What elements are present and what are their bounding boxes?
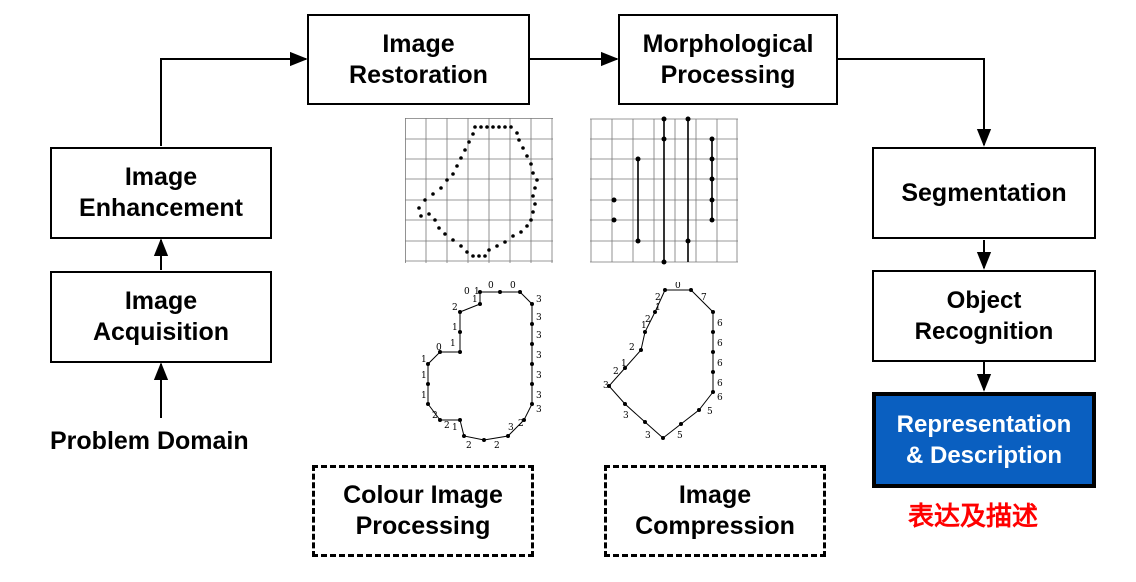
chain-code-label: 2 <box>629 343 635 353</box>
chain-code-label: 6 <box>717 319 723 329</box>
problem-domain-label: Problem Domain <box>50 427 249 455</box>
box-line: Processing <box>355 512 491 540</box>
chain-code-label: 1 <box>655 303 661 313</box>
box-line: Segmentation <box>901 178 1067 207</box>
chain-code-label: 3 <box>536 391 542 401</box>
chain-code-label: 3 <box>536 371 542 381</box>
chain-code-label: 5 <box>677 431 683 441</box>
chain-code-label: 1 <box>641 321 647 331</box>
chain-code-label: 0 <box>464 287 470 297</box>
representation-description-box: Representation & Description <box>872 392 1096 488</box>
chain-code-label: 2 <box>444 421 450 431</box>
chain-code-label: 1 <box>621 359 627 369</box>
chain-code-label: 1 <box>450 339 456 349</box>
box-line: Image <box>124 287 198 315</box>
chain-code-label: 3 <box>623 411 629 421</box>
chain-code-label: 2 <box>466 441 472 450</box>
box-line: Processing <box>660 60 796 89</box>
chain-code-label: 3 <box>603 381 609 391</box>
chain-code-label: 2 <box>432 411 438 421</box>
chain-code-label: 1 <box>474 287 480 297</box>
image-restoration-box: Image Restoration <box>307 14 530 105</box>
chain-code-4-figure: 0 0 3 3 3 3 3 3 3 2 3 2 2 2 1 2 1 1 1 1 … <box>421 281 542 450</box>
boundary-grid-figure <box>405 118 553 263</box>
box-line: Restoration <box>349 60 488 89</box>
colour-image-processing-box: Colour Image Processing <box>312 465 534 557</box>
chain-code-label: 2 <box>494 441 500 450</box>
chain-code-label: 3 <box>536 405 542 415</box>
box-line: & Description <box>905 442 1063 469</box>
chain-code-label: 2 <box>645 315 651 325</box>
chain-code-label: 0 <box>488 281 494 291</box>
chain-code-label: 2 <box>613 367 619 377</box>
chain-code-label: 1 <box>421 371 427 381</box>
image-compression-box: Image Compression <box>604 465 826 557</box>
box-line: Colour Image <box>343 481 503 509</box>
chain-code-8-figure: 0 7 6 6 6 6 6 5 5 3 3 3 2 1 2 1 2 1 2 <box>603 282 723 441</box>
box-line: Recognition <box>914 318 1054 345</box>
morphological-processing-box: Morphological Processing <box>618 14 838 105</box>
chain-code-label: 2 <box>655 293 661 303</box>
chain-code-label: 6 <box>717 359 723 369</box>
chain-code-label: 3 <box>536 295 542 305</box>
box-line: Acquisition <box>92 318 230 346</box>
arrow-morphological-to-segmentation <box>838 58 992 147</box>
box-line: Image <box>124 163 198 191</box>
box-line: Morphological <box>642 29 814 58</box>
chain-code-label: 6 <box>717 339 723 349</box>
chain-code-label: 2 <box>452 303 458 313</box>
chain-code-label: 0 <box>510 281 516 291</box>
chain-code-label: 3 <box>645 431 651 441</box>
object-recognition-box: Object Recognition <box>872 270 1096 362</box>
chain-code-label: 6 <box>717 379 723 389</box>
chain-code-label: 6 <box>717 393 723 403</box>
arrow-enhancement-to-restoration <box>160 51 308 146</box>
chain-code-label: 1 <box>421 355 427 365</box>
chain-code-label: 1 <box>472 295 478 305</box>
chain-code-label: 1 <box>421 391 427 401</box>
image-acquisition-box: Image Acquisition <box>50 271 272 363</box>
box-line: Image <box>678 481 752 509</box>
chain-code-label: 1 <box>452 423 458 433</box>
chain-code-label: 7 <box>701 293 707 303</box>
chinese-caption: 表达及描述 <box>908 502 1039 532</box>
image-enhancement-box: Image Enhancement <box>50 147 272 239</box>
box-line: Compression <box>635 512 795 540</box>
chain-code-label: 3 <box>536 351 542 361</box>
chain-code-label: 3 <box>508 423 514 433</box>
segmentation-box: Segmentation <box>872 147 1096 239</box>
chain-code-label: 5 <box>707 407 713 417</box>
chain-code-label: 3 <box>536 313 542 323</box>
box-line: Image <box>382 29 455 58</box>
chain-code-label: 3 <box>536 331 542 341</box>
chain-code-label: 2 <box>518 419 524 429</box>
box-line: Object <box>946 287 1022 314</box>
box-line: Enhancement <box>79 194 243 222</box>
box-line: Representation <box>896 411 1072 438</box>
chain-code-label: 1 <box>452 323 458 333</box>
chain-code-label: 0 <box>436 343 442 353</box>
resampled-grid-figure <box>590 116 738 265</box>
chain-code-label: 0 <box>675 282 681 291</box>
